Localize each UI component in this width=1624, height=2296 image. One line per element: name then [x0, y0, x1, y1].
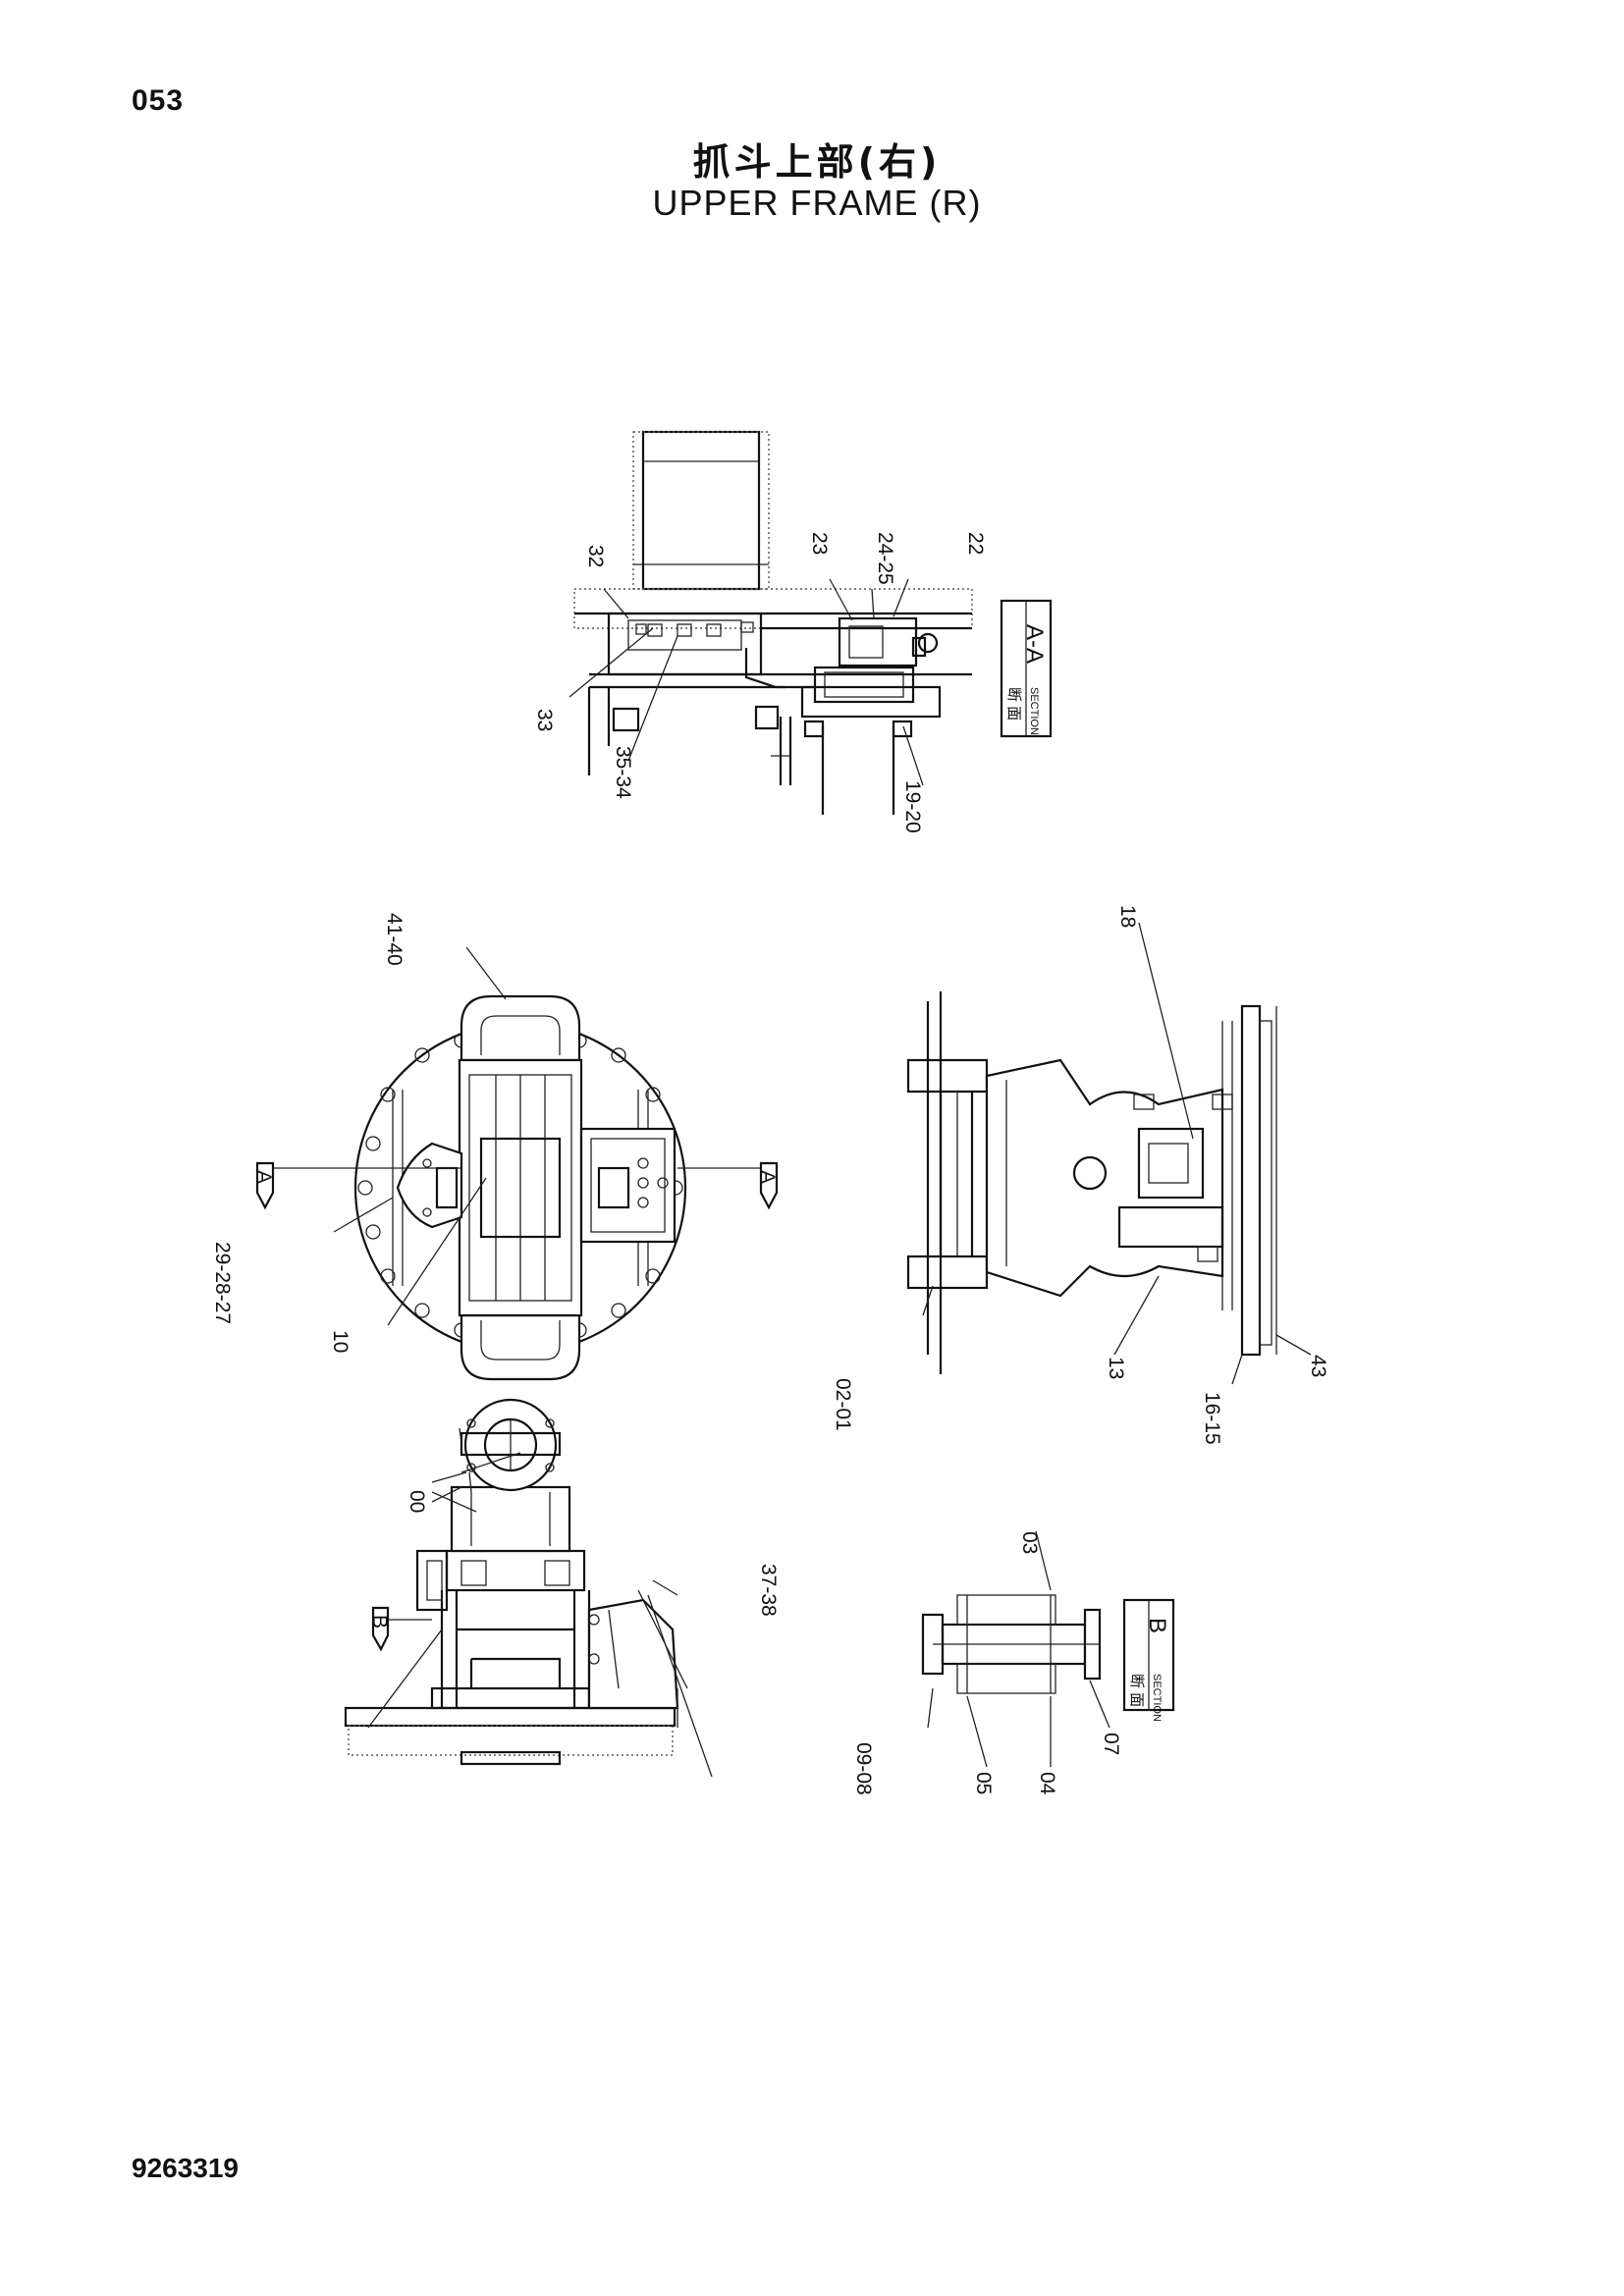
callout-22: 22	[964, 532, 987, 555]
svg-text:SECTION: SECTION	[1151, 1674, 1163, 1722]
plan-view: A A 41-40 29-28-27 10	[211, 913, 779, 1381]
svg-text:SECTION: SECTION	[1028, 687, 1040, 735]
callout-16-15: 16-15	[1201, 1392, 1223, 1445]
view-arrow-a-right: A	[756, 1170, 779, 1184]
callout-04: 04	[1036, 1772, 1058, 1795]
section-aa-view: 32 33 35-34 23 24-25 22 19-20 断 面 SECTIO…	[533, 430, 1053, 833]
section-b-view: 03 09-08 05 04 07 断 面 SECTION B	[852, 1530, 1175, 1795]
callout-41-40: 41-40	[383, 913, 406, 966]
svg-text:断 面: 断 面	[1005, 687, 1022, 721]
side-view: 18 02-01 13 16-15 43	[832, 905, 1329, 1445]
callout-19-20: 19-20	[901, 780, 924, 833]
callout-13: 13	[1105, 1357, 1127, 1379]
page-number: 053	[132, 84, 185, 117]
callout-23: 23	[808, 532, 831, 555]
svg-text:断 面: 断 面	[1128, 1674, 1145, 1707]
callout-10: 10	[329, 1330, 352, 1353]
title-english: UPPER FRAME (R)	[652, 183, 982, 223]
view-arrow-a-left: A	[252, 1170, 275, 1184]
callout-18: 18	[1116, 905, 1139, 928]
callout-43: 43	[1307, 1355, 1329, 1377]
callout-24-25: 24-25	[874, 532, 896, 585]
callout-32: 32	[584, 545, 607, 567]
callout-07: 07	[1100, 1733, 1122, 1755]
document-number: 9263319	[132, 2153, 240, 2183]
svg-text:A-A: A-A	[1021, 624, 1048, 664]
front-view: B 00 37-38	[344, 1398, 780, 1778]
callout-29-28-27: 29-28-27	[211, 1242, 234, 1324]
callout-37-38: 37-38	[757, 1564, 780, 1617]
section-b-label: 断 面 SECTION B	[1122, 1598, 1175, 1722]
callout-09-08: 09-08	[852, 1742, 875, 1795]
callout-00: 00	[406, 1490, 428, 1513]
callout-33: 33	[533, 709, 556, 731]
title-chinese: 抓斗上部(右)	[692, 140, 942, 184]
svg-text:B: B	[1144, 1618, 1170, 1633]
callout-05: 05	[972, 1772, 995, 1794]
callout-35-34: 35-34	[612, 746, 634, 799]
callout-03: 03	[1018, 1531, 1041, 1554]
callout-02-01: 02-01	[832, 1378, 854, 1431]
section-aa-label: 断 面 SECTION A-A	[1000, 599, 1053, 738]
view-arrow-b: B	[368, 1615, 391, 1629]
